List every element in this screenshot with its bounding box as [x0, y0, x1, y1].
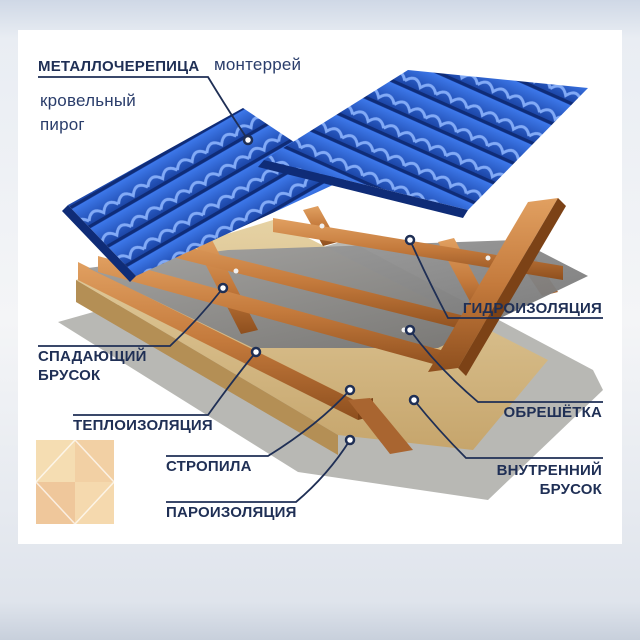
- roof-cross-section-illustration: [38, 70, 603, 503]
- leader-vapor-barrier: [166, 439, 351, 503]
- leader-waterproofing: [409, 239, 603, 319]
- rafters: [78, 256, 558, 454]
- leader-inner-bar: [413, 399, 603, 459]
- leader-metal-tile: [38, 76, 249, 141]
- label-insulation: ТЕПЛОИЗОЛЯЦИЯ: [73, 417, 213, 434]
- lathing-battens: [98, 198, 566, 376]
- leader-lathing: [409, 329, 603, 403]
- leader-dots: [217, 134, 420, 446]
- label-inner-bar-line1: ВНУТРЕННИЙ: [496, 462, 602, 479]
- leader-counter-batten: [38, 287, 224, 347]
- metal-tile-right-panel: [258, 70, 588, 218]
- label-counter-batten-line2: БРУСОК: [38, 367, 101, 384]
- label-inner-bar-line2: БРУСОК: [539, 481, 602, 498]
- label-metal-tile: МЕТАЛЛОЧЕРЕПИЦА: [38, 58, 200, 75]
- metal-tile-left-panel: [62, 108, 348, 282]
- label-rafters: СТРОПИЛА: [166, 458, 252, 475]
- leader-rafters: [166, 389, 351, 457]
- watermark-logo: [36, 440, 114, 524]
- label-roof-pie-line1: кровельный: [40, 91, 136, 110]
- label-vapor-barrier: ПАРОИЗОЛЯЦИЯ: [166, 504, 297, 521]
- label-waterproofing: ГИДРОИЗОЛЯЦИЯ: [462, 300, 602, 317]
- leader-lines: [38, 76, 603, 503]
- label-lathing: ОБРЕШЁТКА: [503, 404, 602, 421]
- diagram-card: МЕТАЛЛОЧЕРЕПИЦА монтеррей кровельный пир…: [18, 30, 622, 544]
- label-counter-batten-line1: СПАДАЮЩИЙ: [38, 348, 147, 365]
- label-monterrey: монтеррей: [214, 55, 302, 74]
- insulation-front-edge: [76, 280, 338, 455]
- label-roof-pie-line2: пирог: [40, 115, 85, 134]
- leader-insulation: [73, 351, 257, 416]
